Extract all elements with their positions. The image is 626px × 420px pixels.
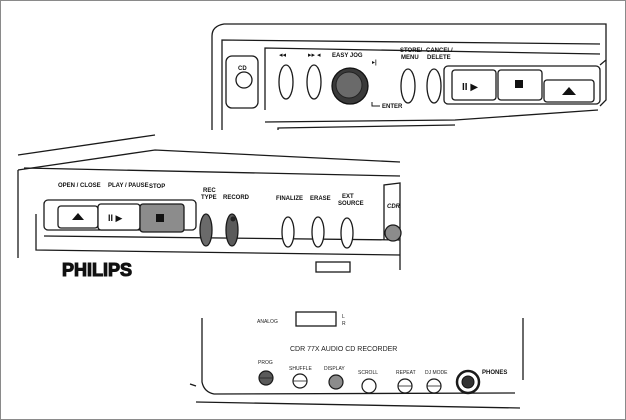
store-menu-button[interactable] xyxy=(400,68,416,104)
rec-type-label-1: REC xyxy=(203,188,216,194)
cd-select-button[interactable] xyxy=(235,71,253,89)
cdr-label: CDR xyxy=(387,204,401,210)
fast-forward-label: ▸▸ ◂ xyxy=(308,52,321,59)
ext-source-label-1: EXT xyxy=(342,194,354,200)
channel-r-label: R xyxy=(342,321,346,327)
finalize-label: FINALIZE xyxy=(276,196,303,202)
rec-type-button[interactable] xyxy=(199,213,213,247)
panel-top xyxy=(211,23,607,130)
rec-type-label-2: TYPE xyxy=(201,195,217,201)
top-stop-icon xyxy=(515,80,523,88)
cancel-label-1: CANCEL/ xyxy=(426,48,453,54)
stop-label: STOP xyxy=(149,184,165,190)
cancel-delete-button[interactable] xyxy=(426,68,442,104)
scroll-button[interactable] xyxy=(361,378,377,394)
display-button[interactable] xyxy=(328,374,344,390)
model-label: CDR 77X AUDIO CD RECORDER xyxy=(290,346,397,353)
record-label: RECORD xyxy=(223,195,250,201)
cdr-side-panel xyxy=(383,182,401,270)
record-indicator xyxy=(230,216,236,222)
top-play-pause-icon: II ▶ xyxy=(462,82,478,93)
finalize-button[interactable] xyxy=(281,216,295,248)
easy-jog-label: EASY JOG xyxy=(332,53,363,59)
easy-jog-knob-inner xyxy=(335,71,363,99)
panel-bottom xyxy=(189,311,524,409)
stop-icon xyxy=(156,214,164,222)
channel-l-label: L xyxy=(342,314,345,320)
repeat-label: REPEAT xyxy=(396,370,416,376)
shuffle-label: SHUFFLE xyxy=(289,366,312,372)
display-label: DISPLAY xyxy=(324,366,345,372)
phones-label: PHONES xyxy=(482,370,507,376)
rewind-label: ◂◂ xyxy=(279,52,287,59)
cancel-label-2: DELETE xyxy=(427,55,451,61)
cd-label: CD xyxy=(238,66,247,72)
top-play-pause-button[interactable] xyxy=(451,69,497,101)
cdr-select-button[interactable] xyxy=(384,224,402,242)
enter-label: ENTER xyxy=(382,104,403,110)
phones-jack-hole xyxy=(461,375,475,389)
next-track-label: ▸| xyxy=(372,60,377,66)
ext-source-button[interactable] xyxy=(340,217,354,249)
ext-source-label-2: SOURCE xyxy=(338,201,364,207)
top-eject-icon xyxy=(562,87,576,95)
enter-bracket xyxy=(371,102,380,107)
play-pause-icon: II ▶ xyxy=(108,213,123,223)
scroll-label: SCROLL xyxy=(358,370,378,376)
play-pause-label: PLAY / PAUSE xyxy=(108,183,149,189)
analog-label: ANALOG xyxy=(257,319,278,325)
open-close-label: OPEN / CLOSE xyxy=(58,183,101,189)
eject-icon xyxy=(72,213,84,220)
record-button[interactable] xyxy=(225,213,239,247)
fast-forward-button[interactable] xyxy=(306,64,322,100)
prog-label: PROG xyxy=(258,360,273,366)
erase-button[interactable] xyxy=(311,216,325,248)
erase-label: ERASE xyxy=(310,196,331,202)
rewind-button[interactable] xyxy=(278,64,294,100)
dj-mode-label: DJ MODE xyxy=(425,370,448,376)
brand-logo: PHILIPS xyxy=(62,260,132,280)
store-label-2: MENU xyxy=(401,55,419,61)
store-label-1: STORE/ xyxy=(400,48,423,54)
